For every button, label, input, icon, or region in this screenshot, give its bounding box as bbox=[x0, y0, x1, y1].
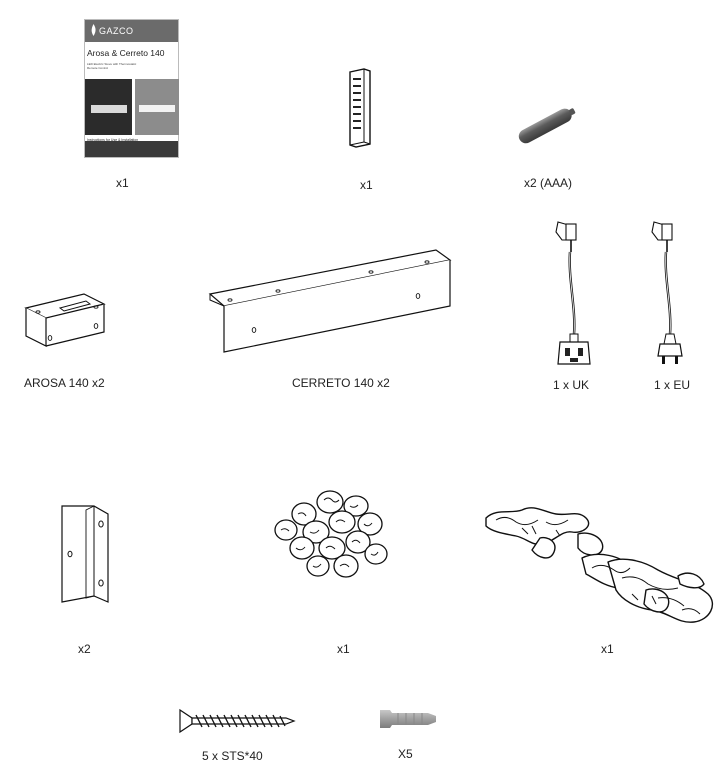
manual-brand-bar bbox=[85, 20, 178, 42]
manual-instructions: Instructions for Use & Installation bbox=[87, 138, 139, 142]
cerreto-bracket-label: CERRETO 140 x2 bbox=[292, 376, 390, 390]
uk-cable-label: 1 x UK bbox=[553, 378, 590, 392]
pebbles-icon bbox=[274, 490, 388, 578]
wall-plate-icon bbox=[61, 505, 109, 603]
manual-photo-left bbox=[85, 79, 132, 135]
arosa-bracket-label: AROSA 140 x2 bbox=[24, 376, 105, 390]
remote-control-icon bbox=[349, 68, 371, 148]
aaa-battery-icon bbox=[518, 108, 576, 144]
wall-plug-icon bbox=[380, 710, 436, 728]
wall-plate-qty: x2 bbox=[78, 642, 91, 656]
flame-logo-icon bbox=[91, 24, 96, 36]
uk-power-cable-icon bbox=[555, 221, 591, 365]
arosa-bracket-icon bbox=[24, 293, 106, 347]
wall-plugs-label: X5 bbox=[398, 747, 413, 761]
batteries-qty: x2 (AAA) bbox=[524, 176, 573, 190]
driftwood-qty: x1 bbox=[601, 642, 614, 656]
driftwood-icon bbox=[485, 507, 713, 623]
pebbles-qty: x1 bbox=[337, 642, 350, 656]
eu-power-cable-icon bbox=[651, 221, 683, 364]
manual-qty: x1 bbox=[116, 176, 129, 190]
manual-footer-bar bbox=[85, 141, 178, 157]
screw-icon bbox=[179, 708, 296, 734]
manual-photo-right bbox=[135, 79, 179, 135]
cerreto-bracket-icon bbox=[208, 249, 452, 353]
screws-label: 5 x STS*40 bbox=[202, 749, 263, 763]
manual-title: Arosa & Cerreto 140 bbox=[87, 48, 165, 58]
eu-cable-label: 1 x EU bbox=[654, 378, 691, 392]
manual-booklet: GAZCO Arosa & Cerreto 140 LED Electric S… bbox=[84, 19, 179, 158]
manual-subtitle: LED Electric Stove with Thermostatic Rem… bbox=[87, 62, 137, 70]
manual-brand: GAZCO bbox=[99, 26, 134, 36]
remote-qty: x1 bbox=[360, 178, 373, 192]
